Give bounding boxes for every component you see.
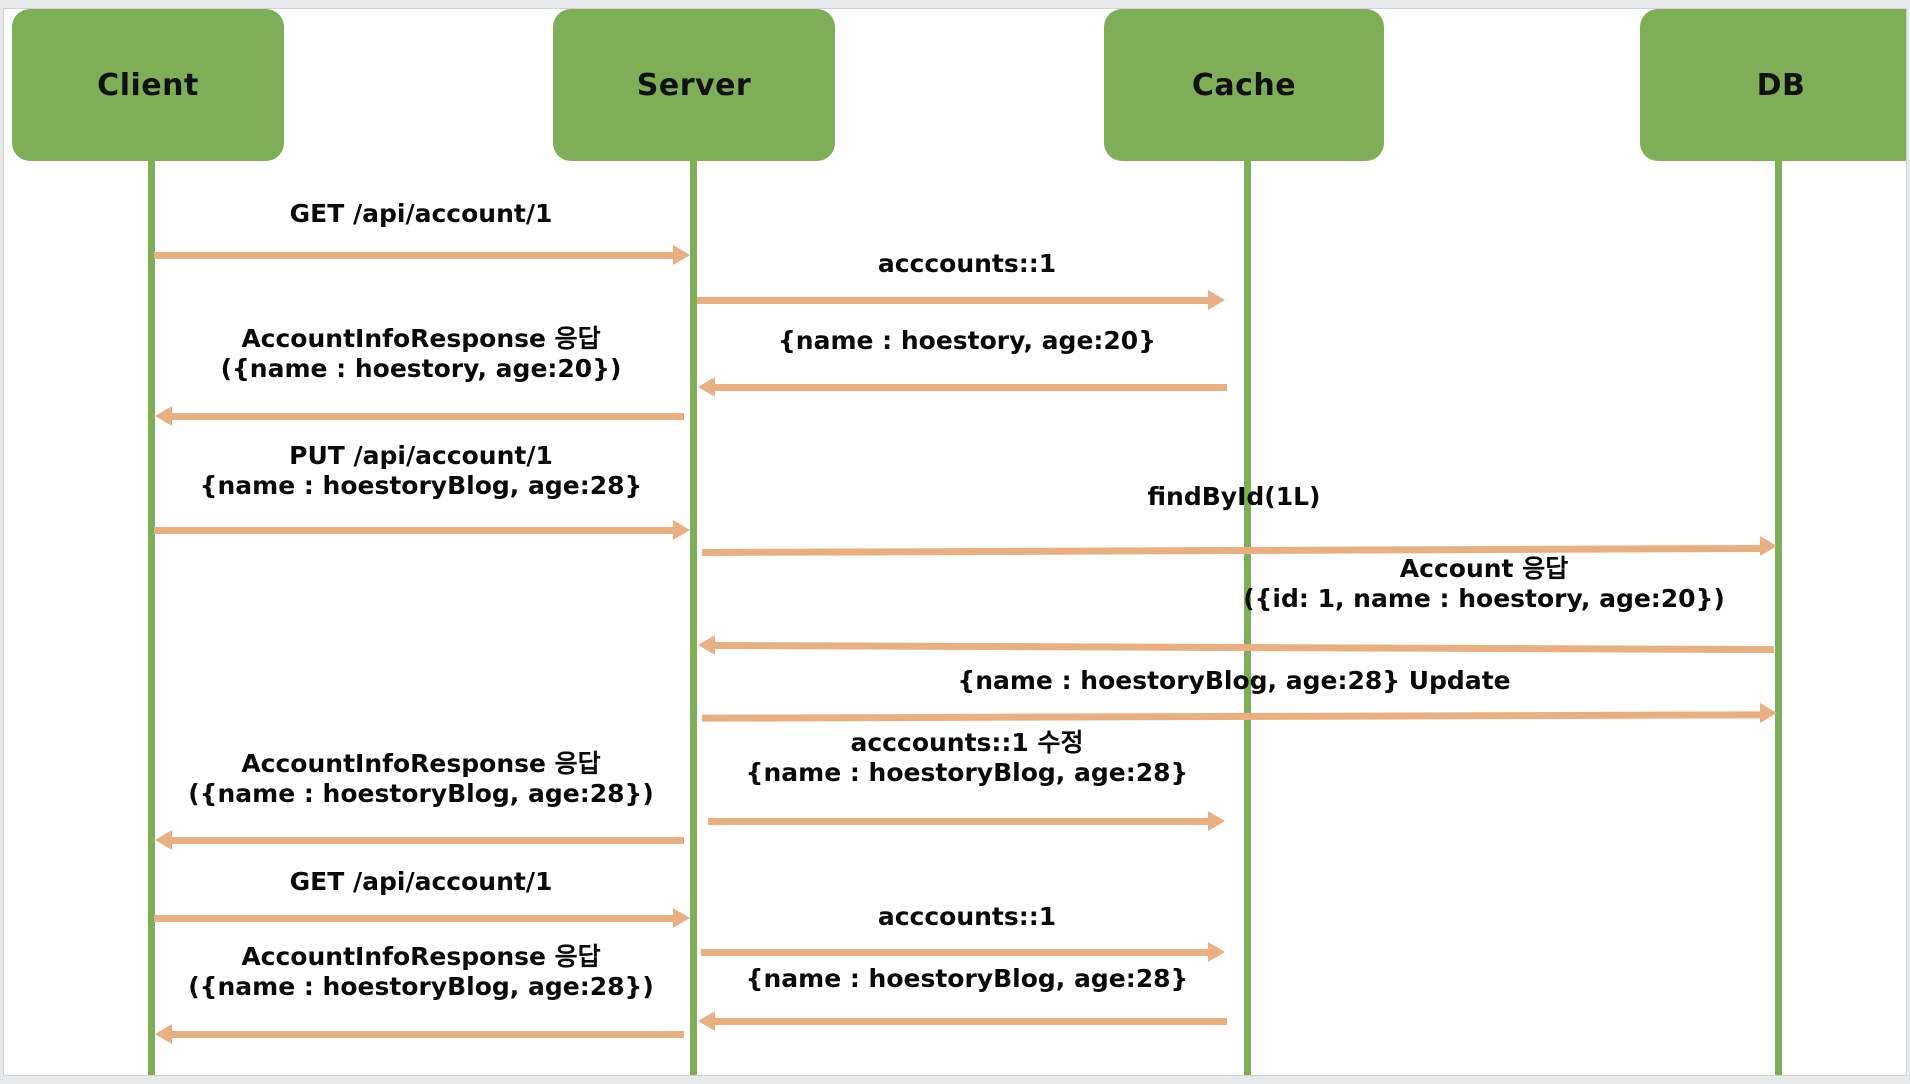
message-line-1 [154, 252, 674, 259]
participant-box-db[interactable]: DB [1640, 9, 1906, 161]
message-label-3: {name : hoestory, age:20} [777, 326, 1156, 355]
participant-box-cache[interactable]: Cache [1104, 9, 1384, 161]
message-label-11: GET /api/account/1 [289, 867, 553, 896]
message-line-8 [701, 711, 1763, 722]
message-line-10 [171, 837, 684, 844]
message-arrowhead-8 [1760, 703, 1777, 723]
message-arrowhead-13 [698, 1011, 715, 1031]
message-arrowhead-7 [698, 635, 715, 655]
message-line-3 [714, 384, 1227, 391]
message-line-4 [171, 413, 684, 420]
message-label-4-line-2: ({name : hoestory, age:20}) [220, 353, 622, 383]
message-label-6: findById(1L) [1147, 482, 1321, 511]
diagram-board: Client Server Cache DB GET /api/account/… [3, 8, 1907, 1076]
message-label-9: acccounts::1 수정 {name : hoestoryBlog, ag… [694, 728, 1240, 787]
message-arrowhead-3 [698, 377, 715, 397]
message-arrowhead-12 [1208, 942, 1225, 962]
message-label-5-line-2: {name : hoestoryBlog, age:28} [199, 470, 643, 500]
message-arrowhead-5 [673, 520, 690, 540]
message-label-14: AccountInfoResponse 응답 ({name : hoestory… [151, 942, 691, 1001]
message-arrowhead-1 [673, 245, 690, 265]
message-label-4: AccountInfoResponse 응답 ({name : hoestory… [151, 324, 691, 383]
message-line-9 [708, 818, 1211, 825]
message-label-5: PUT /api/account/1 {name : hoestoryBlog,… [151, 441, 691, 500]
message-label-7-line-1: Account 응답 [1399, 554, 1569, 583]
message-line-11 [154, 915, 674, 922]
message-arrowhead-10 [155, 830, 172, 850]
message-label-10: AccountInfoResponse 응답 ({name : hoestory… [151, 749, 691, 808]
message-line-2 [697, 297, 1209, 304]
message-arrowhead-6 [1760, 536, 1777, 556]
lifeline-server [690, 161, 697, 1075]
participant-box-client[interactable]: Client [12, 9, 284, 161]
message-arrowhead-11 [673, 908, 690, 928]
participant-box-server[interactable]: Server [553, 9, 835, 161]
message-line-13 [714, 1018, 1227, 1025]
participant-label-cache: Cache [1191, 67, 1297, 103]
message-arrowhead-14 [155, 1024, 172, 1044]
message-arrowhead-4 [155, 406, 172, 426]
participant-label-db: DB [1756, 67, 1806, 103]
message-line-5 [154, 527, 674, 534]
message-label-10-line-2: ({name : hoestoryBlog, age:28}) [188, 778, 654, 808]
lifeline-cache [1244, 161, 1251, 1075]
message-label-1: GET /api/account/1 [289, 199, 553, 228]
message-arrowhead-2 [1208, 290, 1225, 310]
message-label-9-line-2: {name : hoestoryBlog, age:28} [745, 757, 1189, 787]
message-label-5-line-1: PUT /api/account/1 [289, 441, 553, 470]
message-line-14 [171, 1031, 684, 1038]
message-label-10-line-1: AccountInfoResponse 응답 [241, 749, 601, 778]
message-label-9-line-1: acccounts::1 수정 [850, 728, 1084, 757]
participant-label-client: Client [97, 67, 199, 103]
message-label-7: Account 응답 ({id: 1, name : hoestory, age… [1184, 554, 1784, 613]
message-label-12: acccounts::1 [877, 902, 1057, 931]
participant-label-server: Server [636, 67, 752, 103]
lifeline-client [148, 161, 155, 1075]
message-label-14-line-2: ({name : hoestoryBlog, age:28}) [188, 971, 654, 1001]
lifeline-db [1775, 161, 1782, 1075]
message-label-8: {name : hoestoryBlog, age:28} Update [957, 666, 1511, 695]
message-label-13: {name : hoestoryBlog, age:28} [745, 964, 1189, 993]
message-label-14-line-1: AccountInfoResponse 응답 [241, 942, 601, 971]
message-label-2: acccounts::1 [877, 249, 1057, 278]
message-arrowhead-9 [1208, 811, 1225, 831]
message-label-7-line-2: ({id: 1, name : hoestory, age:20}) [1243, 583, 1725, 613]
message-line-12 [701, 949, 1209, 956]
message-label-4-line-1: AccountInfoResponse 응답 [241, 324, 601, 353]
